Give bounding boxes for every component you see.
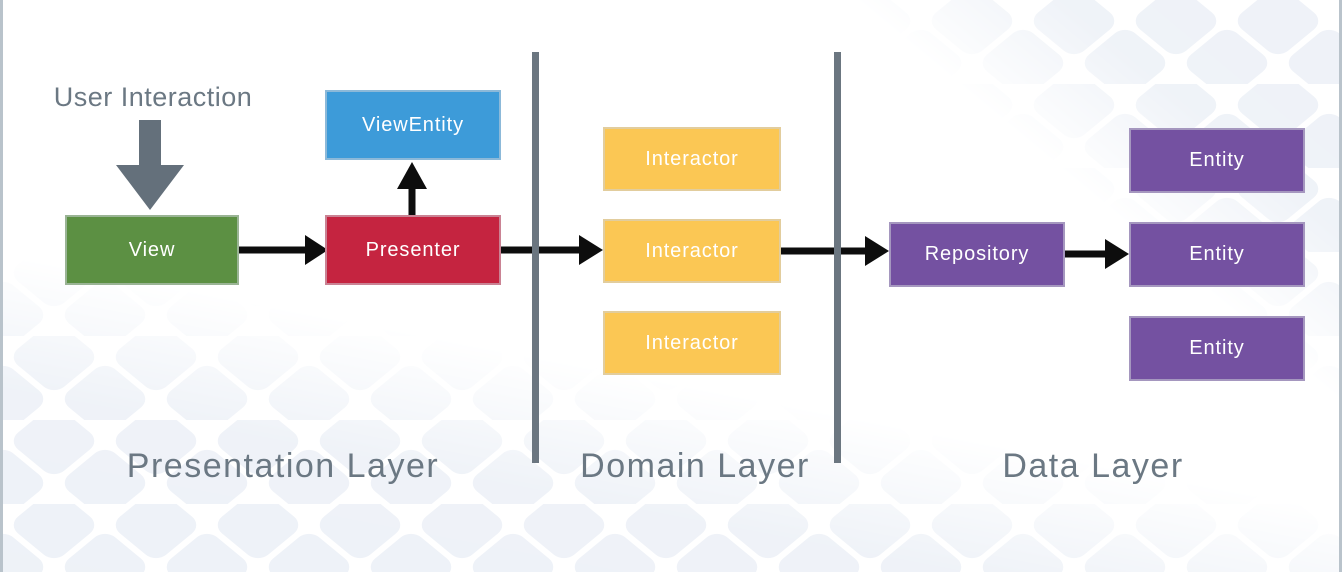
user-interaction-arrow-icon bbox=[116, 120, 184, 210]
arrow-presenter-to-interactor bbox=[501, 235, 603, 265]
box-entity-1: Entity bbox=[1129, 128, 1305, 193]
label-presentation-layer: Presentation Layer bbox=[126, 447, 440, 485]
arrow-interactor-to-repository bbox=[781, 236, 889, 266]
box-repository: Repository bbox=[889, 222, 1065, 287]
box-presenter: Presenter bbox=[325, 215, 501, 285]
label-data-layer: Data Layer bbox=[1002, 447, 1184, 485]
divider-presentation-domain bbox=[532, 52, 539, 463]
box-interactor-2: Interactor bbox=[603, 219, 781, 283]
box-interactor-3: Interactor bbox=[603, 311, 781, 375]
box-viewentity: ViewEntity bbox=[325, 90, 501, 160]
arrow-view-to-presenter bbox=[239, 235, 328, 265]
divider-domain-data bbox=[834, 52, 841, 463]
box-repository-label: Repository bbox=[924, 243, 1030, 265]
box-view: View bbox=[65, 215, 239, 285]
box-entity-3: Entity bbox=[1129, 316, 1305, 381]
box-entity-label: Entity bbox=[1189, 149, 1245, 171]
box-viewentity-label: ViewEntity bbox=[361, 113, 464, 136]
user-interaction-label: User Interaction bbox=[53, 82, 253, 112]
box-view-label: View bbox=[128, 238, 176, 261]
box-interactor-label: Interactor bbox=[645, 147, 739, 170]
box-entity-label: Entity bbox=[1189, 243, 1245, 265]
box-presenter-label: Presenter bbox=[365, 238, 461, 261]
box-interactor-1: Interactor bbox=[603, 127, 781, 191]
arrow-repository-to-entity bbox=[1065, 239, 1129, 269]
arrow-presenter-to-viewentity bbox=[397, 162, 427, 215]
background-diamond-pattern bbox=[3, 0, 1339, 572]
box-entity-label: Entity bbox=[1189, 337, 1245, 359]
box-entity-2: Entity bbox=[1129, 222, 1305, 287]
box-interactor-label: Interactor bbox=[645, 239, 739, 262]
box-interactor-label: Interactor bbox=[645, 331, 739, 354]
label-domain-layer: Domain Layer bbox=[580, 447, 810, 485]
